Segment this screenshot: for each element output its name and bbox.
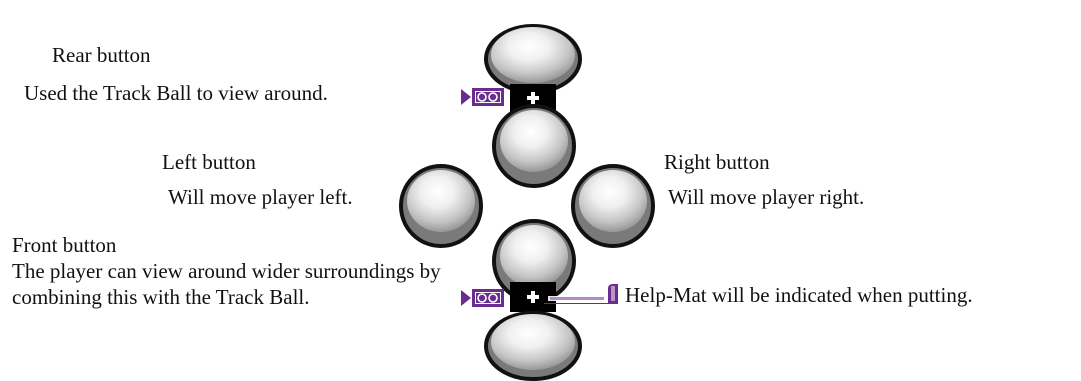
front-upper-button[interactable] [491,218,577,304]
front-button-title: Front button [12,233,117,257]
right-button-description: Will move player right. [668,185,865,209]
right-button[interactable] [570,163,656,249]
left-button-description: Will move player left. [168,185,353,209]
rear-lower-button[interactable] [491,103,577,189]
putter-icon [540,282,630,306]
front-button-description: The player can view around wider surroun… [12,259,441,309]
right-button-title: Right button [664,150,770,174]
camera-icon [461,288,505,308]
left-button-title: Left button [162,150,256,174]
plus-icon [524,89,542,107]
left-button[interactable] [398,163,484,249]
camera-icon [461,87,505,107]
rear-upper-button[interactable] [483,23,583,93]
help-mat-description: Help-Mat will be indicated when putting. [625,283,973,307]
plus-icon [524,288,542,306]
rear-button-title: Rear button [52,43,151,67]
rear-button-description: Used the Track Ball to view around. [24,81,328,105]
front-lower-button[interactable] [483,306,583,381]
